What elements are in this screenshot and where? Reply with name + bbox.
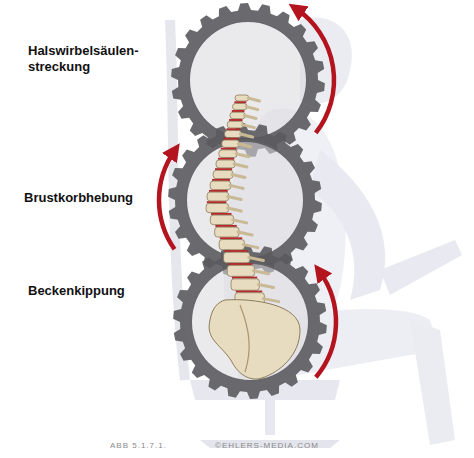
- spinous-process: [242, 125, 254, 128]
- spinous-process: [228, 197, 241, 200]
- disc: [211, 213, 231, 215]
- vertebra: [206, 203, 228, 212]
- spinous-process: [234, 164, 247, 167]
- vertebra: [213, 170, 233, 178]
- vertebra: [210, 181, 231, 190]
- rotation-arrow: [296, 9, 334, 133]
- spinous-process: [230, 185, 243, 188]
- gear-ring: [173, 245, 327, 399]
- region-label: Brustkorbhebung: [24, 190, 152, 206]
- disc: [215, 168, 232, 170]
- disc: [229, 119, 242, 121]
- vertebra: [215, 227, 239, 237]
- region-label: Halswirbelsäulen- streckung: [28, 43, 156, 75]
- vertebra: [216, 160, 235, 168]
- disc: [220, 237, 242, 239]
- spinous-process: [263, 299, 278, 302]
- figure-number: ABB 5.1.7.1.: [110, 441, 167, 450]
- spinous-process: [254, 271, 269, 274]
- region-label: Beckenkippung: [28, 283, 156, 299]
- spinous-process: [233, 220, 247, 223]
- vertebra: [222, 140, 240, 147]
- disc: [212, 179, 230, 181]
- spinous-process: [232, 174, 245, 177]
- vertebra: [224, 252, 250, 263]
- copyright-watermark: ©EHLERS-MEDIA.COM: [215, 441, 319, 450]
- pelvis: [209, 300, 300, 379]
- disc: [215, 225, 236, 227]
- disc: [218, 158, 234, 160]
- vertebra: [225, 131, 242, 138]
- vertebra: [227, 265, 254, 276]
- sacrum-line: [240, 305, 249, 372]
- gear-ring: [168, 123, 322, 277]
- vertebra: [219, 240, 244, 250]
- vertebra: [231, 279, 259, 290]
- disc: [232, 110, 245, 112]
- spinous-process: [228, 208, 242, 211]
- rotation-arrow: [159, 151, 175, 250]
- vertebra: [207, 192, 229, 201]
- spinous-process: [244, 116, 256, 119]
- disc: [226, 128, 240, 130]
- disc: [224, 250, 247, 252]
- disc: [209, 190, 228, 192]
- spinous-process: [246, 107, 258, 110]
- disc: [232, 277, 257, 279]
- vertebra: [219, 150, 237, 158]
- spinous-process: [240, 134, 252, 137]
- spinous-process: [238, 232, 252, 235]
- disc: [224, 138, 239, 140]
- rotation-arrow: [316, 271, 336, 377]
- disc: [236, 291, 262, 293]
- spinous-process: [249, 258, 264, 261]
- disc: [234, 101, 246, 103]
- spinous-process: [238, 144, 250, 147]
- spinous-process: [248, 98, 260, 101]
- disc: [207, 201, 227, 203]
- disc: [221, 148, 237, 150]
- spinous-process: [236, 154, 249, 157]
- spinous-process: [243, 245, 257, 248]
- spinous-process: [258, 285, 273, 288]
- vertebra: [210, 215, 233, 225]
- disc: [228, 263, 252, 265]
